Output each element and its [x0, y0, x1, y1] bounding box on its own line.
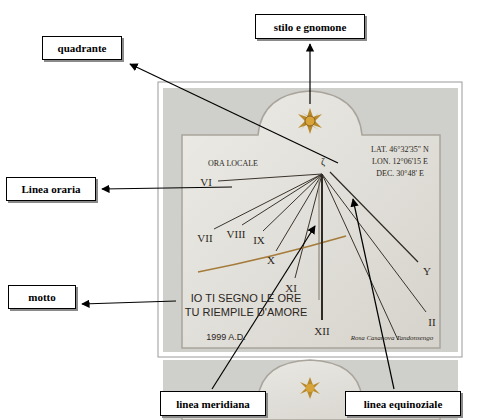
- wall: [163, 88, 458, 352]
- signature-text: Rosa Casanova Tandonsengo: [351, 335, 434, 342]
- motto-text: IO TI SEGNO LE ORE: [191, 293, 301, 304]
- date-text: 1999 A.D.: [206, 333, 246, 342]
- coordinate-text: LON. 12°06'15 E: [372, 158, 428, 166]
- zodiac-sign: Υ: [423, 266, 431, 277]
- coordinate-text: LAT. 46°32'35" N: [371, 146, 429, 154]
- photo-frame: [158, 82, 462, 357]
- callout-box: stilo e gnomone: [255, 14, 365, 39]
- sundial-plaque: [182, 91, 440, 348]
- sun-gnomon: [298, 108, 322, 134]
- callout-box: linea meridiana: [160, 391, 266, 416]
- callout-label: linea meridiana: [176, 398, 250, 410]
- motto-text: TU RIEMPILE D'AMORE: [185, 307, 308, 318]
- declination-curve: [198, 236, 346, 272]
- dial-caption: ORA LOCALE: [208, 160, 258, 168]
- meridian-line: [321, 174, 323, 320]
- hour-numeral: X: [267, 255, 275, 266]
- hour-numeral: VIII: [227, 229, 246, 240]
- callout-box: motto: [8, 285, 76, 309]
- callout-label: linea equinoziale: [364, 398, 443, 410]
- callout-box: Linea oraria: [6, 177, 96, 201]
- hour-numeral: XII: [314, 326, 329, 337]
- hour-numeral: IX: [253, 235, 265, 246]
- sun-gnomon: [300, 377, 320, 399]
- gnomon-shadow: [319, 176, 320, 300]
- coordinate-text: DEC. 30°48' E: [376, 170, 424, 178]
- callout-label: stilo e gnomone: [274, 21, 347, 33]
- callout-label: quadrante: [58, 42, 107, 54]
- callout-label: motto: [28, 291, 56, 303]
- callout-box: quadrante: [42, 36, 122, 60]
- equinoctial-line: [330, 172, 418, 262]
- callout-label: Linea oraria: [22, 183, 81, 195]
- hour-numeral: VII: [197, 233, 212, 244]
- hour-numeral: II: [428, 317, 435, 328]
- hour-numeral: VI: [200, 177, 212, 188]
- zodiac-sign: ζ: [321, 157, 325, 167]
- callout-box: linea equinoziale: [345, 391, 461, 416]
- leader-arrows: [82, 44, 394, 389]
